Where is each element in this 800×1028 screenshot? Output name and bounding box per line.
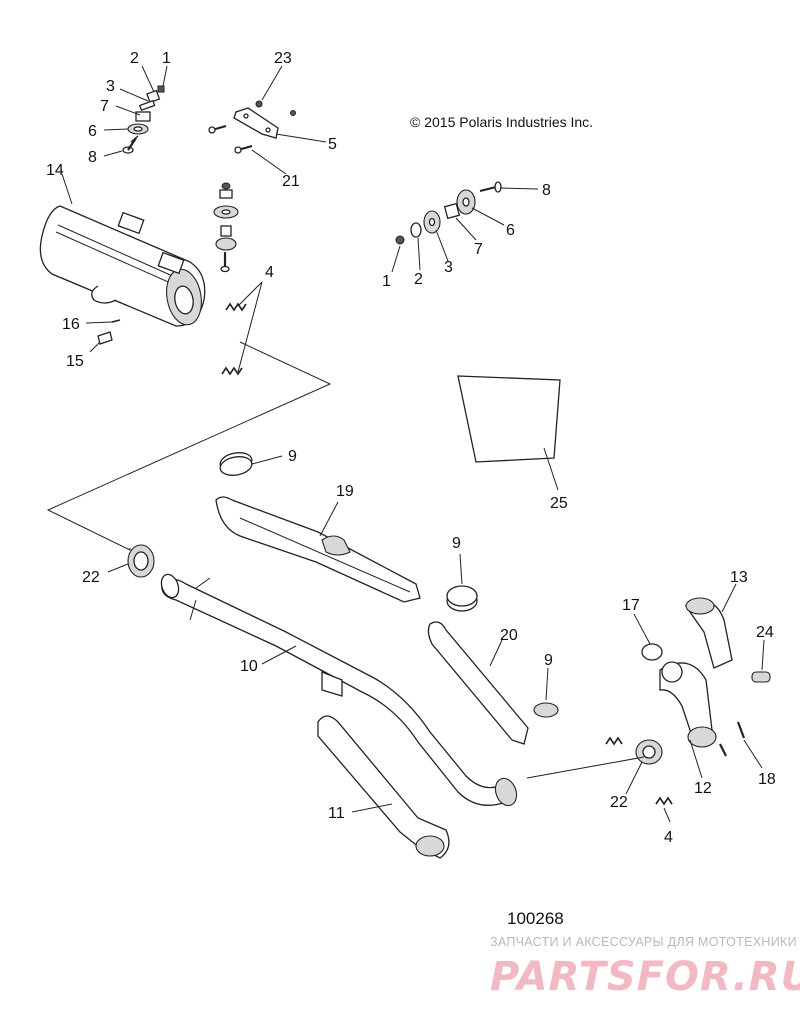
springs-4-lower [605, 736, 673, 806]
callout-7-right: 7 [474, 241, 483, 258]
callout-15: 15 [66, 353, 84, 370]
clamp-9-middle [446, 585, 478, 612]
callout-24: 24 [756, 624, 774, 641]
clamp-9-top [219, 452, 253, 476]
callout-9-right: 9 [544, 652, 553, 669]
cap-24 [751, 671, 771, 683]
callout-9-top: 9 [288, 448, 297, 465]
heat-shield-20 [427, 621, 529, 745]
heat-shield-25 [457, 375, 561, 463]
hardware-stack-right [395, 181, 502, 245]
gasket-17 [641, 643, 663, 661]
pipe-13 [685, 597, 733, 669]
callout-8: 8 [88, 149, 97, 166]
muffler-14 [39, 205, 206, 345]
studs-18 [719, 721, 746, 757]
callout-4-lower: 4 [664, 829, 673, 846]
leader-lines [46, 65, 765, 823]
heat-shield-19 [215, 496, 421, 603]
callout-25: 25 [550, 495, 568, 512]
tailpipe-11 [317, 715, 450, 859]
callout-12: 12 [694, 780, 712, 797]
callout-10: 10 [240, 658, 258, 675]
hardware-stack-left [122, 85, 165, 154]
gasket-22-lower [635, 739, 663, 765]
callout-22-lower: 22 [610, 794, 628, 811]
callout-3: 3 [106, 78, 115, 95]
callout-4-upper: 4 [265, 264, 274, 281]
callout-2: 2 [130, 50, 139, 67]
manifold-12 [659, 661, 717, 748]
callout-5: 5 [328, 136, 337, 153]
callout-11: 11 [328, 805, 345, 822]
watermark-brand: PARTSFOR.RU [490, 954, 800, 1000]
figure-number: 100268 [507, 909, 564, 928]
callout-22-upper: 22 [82, 569, 100, 586]
callout-17: 17 [622, 597, 640, 614]
callout-6-right: 6 [506, 222, 515, 239]
clamp-9-right [533, 702, 559, 718]
callout-2-right: 2 [414, 271, 423, 288]
callout-21: 21 [282, 173, 300, 190]
callout-18: 18 [758, 771, 776, 788]
copyright-text: © 2015 Polaris Industries Inc. [410, 114, 593, 130]
callout-23: 23 [274, 50, 292, 67]
callout-1: 1 [162, 50, 171, 67]
callout-labels: 2 1 3 7 6 8 23 5 21 14 4 16 15 8 6 7 3 2… [46, 50, 776, 846]
gasket-22-upper [127, 544, 155, 578]
callout-13: 13 [730, 569, 748, 586]
callout-19: 19 [336, 483, 354, 500]
callout-20: 20 [500, 627, 518, 644]
callout-9-middle: 9 [452, 535, 461, 552]
callout-8-right: 8 [542, 182, 551, 199]
head-pipe-10 [160, 573, 518, 807]
callout-16: 16 [62, 316, 80, 333]
watermark-tagline: ЗАПЧАСТИ И АКСЕССУАРЫ ДЛЯ МОТОТЕХНИКИ [490, 935, 797, 949]
callout-6: 6 [88, 123, 97, 140]
callout-1-right: 1 [382, 273, 391, 290]
spring-4-upper [221, 302, 247, 376]
callout-14: 14 [46, 162, 64, 179]
callout-7: 7 [100, 98, 109, 115]
bracket-5 [208, 100, 296, 154]
mount-stack-center [213, 182, 239, 273]
callout-3-right: 3 [444, 259, 453, 276]
